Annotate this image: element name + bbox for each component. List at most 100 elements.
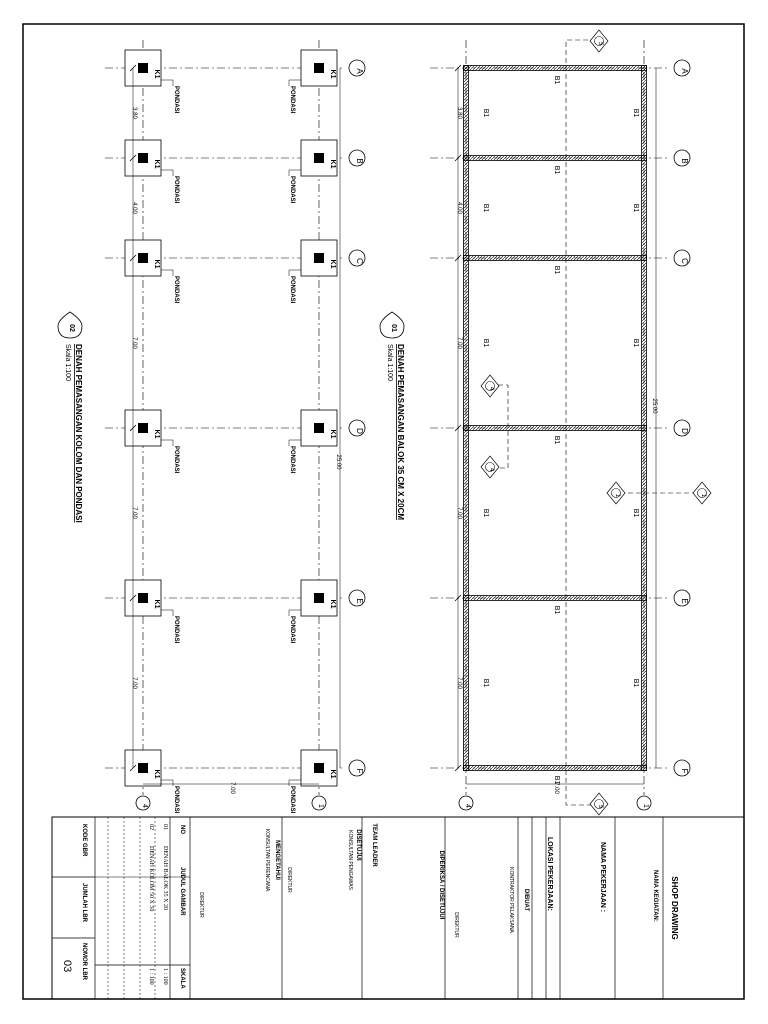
section-mark-5-bottom-circle [594, 799, 604, 809]
shop-drawing-label: SHOP DRAWING [670, 876, 679, 939]
row-1-judul: DENAH BALOK 35 X 20 [162, 846, 168, 910]
col-skala-header: SKALA [179, 968, 185, 989]
col-grid-label-B: B [355, 158, 364, 163]
column-E-4 [138, 593, 148, 603]
grid-bubble-A [673, 59, 691, 77]
foundation-leader-A-1 [288, 79, 301, 86]
col-grid-label-F: F [355, 769, 364, 774]
section-mark-4-bottom-circle [485, 462, 495, 472]
dim-text-2: 7.00 [456, 337, 462, 349]
row-1-skala: 1 : 100 [162, 968, 168, 985]
foundation-label-C-1: PONDASI [289, 276, 295, 304]
beam-label-F: B1 [553, 776, 560, 785]
column-label-B-1: K1 [329, 160, 336, 169]
plan-column-scale: Skala 1:100 [64, 344, 71, 381]
foundation-label-D-4: PONDASI [173, 446, 179, 474]
beam-transverse-B [463, 155, 647, 161]
grid-label-col-4: 4 [464, 804, 471, 808]
col-grid-bubble-E [348, 589, 366, 607]
column-E-1 [314, 593, 324, 603]
grid-bubble-E [673, 589, 691, 607]
foundation-label-A-4: PONDASI [173, 86, 179, 114]
col-grid-label-col-4: 4 [141, 804, 148, 808]
direktur-perencana: DIREKTUR [198, 892, 204, 918]
col-judul-header: JUDUL GAMBAR [179, 867, 185, 916]
col-no-header: NO [179, 825, 185, 834]
column-label-A-1: K1 [329, 70, 336, 79]
column-label-D-1: K1 [329, 430, 336, 439]
column-label-F-4: K1 [153, 770, 160, 779]
section-mark-1-left-label: 1 [614, 494, 620, 498]
row-1-no: 01 [162, 824, 168, 830]
beam-label-left-4: B1 [482, 679, 489, 688]
col-grid-label-A: A [355, 68, 364, 74]
disetujui-label: DISETUJUI [355, 829, 361, 861]
column-label-D-4: K1 [153, 430, 160, 439]
section-mark-1-right-circle [697, 488, 707, 498]
beam-label-B: B1 [553, 166, 560, 175]
nama-pekerjaan-label: NAMA PEKERJAAN : [599, 842, 606, 912]
kontraktor-label: KONTRAKTOR PELAKSANA [508, 867, 514, 933]
column-label-F-1: K1 [329, 770, 336, 779]
section-line-4 [490, 384, 509, 469]
foundation-label-B-4: PONDASI [173, 176, 179, 204]
dim-tick-1 [454, 154, 462, 162]
col-grid-label-E: E [355, 598, 364, 603]
foundation-label-E-1: PONDASI [289, 616, 295, 644]
column-B-1 [314, 153, 324, 163]
column-label-A-4: K1 [153, 70, 160, 79]
beam-label-C: B1 [553, 266, 560, 275]
nomor-lbr-value: 03 [61, 960, 73, 972]
foundation-leader-B-4 [161, 169, 174, 176]
beam-label-D: B1 [553, 436, 560, 445]
dim-text-4: 7.00 [456, 677, 462, 689]
dim-tick-2 [454, 254, 462, 262]
title-marker-01 [379, 311, 405, 339]
direktur-kontraktor: DIREKTUR [453, 912, 459, 938]
dim-tick-0 [454, 64, 462, 72]
plan-column-title: DENAH PEMASANGAN KOLOM DAN PONDASI [74, 344, 83, 523]
dim-text-0: 3.80 [456, 107, 462, 119]
grid-bubble-C [673, 249, 691, 267]
column-label-B-4: K1 [153, 160, 160, 169]
col-dim-overall-text: 25.00 [335, 454, 341, 470]
team-leader-label: TEAM LEADER [371, 823, 377, 867]
beam-label-right-4: B1 [632, 679, 639, 688]
grid-bubble-col-4 [458, 795, 474, 811]
section-line-5 [565, 39, 596, 806]
foundation-leader-E-1 [288, 609, 301, 616]
section-mark-5-bottom-label: 5 [597, 805, 603, 809]
beam-left [463, 65, 469, 771]
plan-beam-title: DENAH PEMASANGAN BALOK 35 CM X 20CM [396, 344, 405, 520]
beam-label-right-3: B1 [632, 509, 639, 518]
dim-tick-4 [454, 594, 462, 602]
column-label-C-1: K1 [329, 260, 336, 269]
section-mark-4-top-label: 4 [488, 387, 494, 391]
dim-overall-text: 25.00 [651, 398, 657, 414]
col-grid-bubble-D [348, 419, 366, 437]
col-grid-label-col-1: 1 [317, 804, 324, 808]
row-2-judul: DENAH KOLOM 50 X 50 [148, 846, 154, 911]
column-C-1 [314, 253, 324, 263]
dim-text-3: 7.00 [456, 507, 462, 519]
title-number-01: 01 [390, 324, 397, 332]
col-dim-tick-0 [129, 64, 137, 72]
title-number-02: 02 [68, 324, 75, 332]
col-grid-bubble-A [348, 59, 366, 77]
row-2-no: 02 [148, 824, 154, 830]
beam-label-left-3: B1 [482, 509, 489, 518]
foundation-label-D-1: PONDASI [289, 446, 295, 474]
konsultan-pengawas-label: KONSULTAN PENGAWAS [347, 830, 353, 890]
grid-bubble-B [673, 149, 691, 167]
col-grid-label-D: D [355, 428, 364, 434]
foundation-leader-D-4 [161, 439, 174, 446]
col-dim-text-3: 7.00 [131, 507, 137, 519]
column-D-1 [314, 423, 324, 433]
foundation-leader-D-1 [288, 439, 301, 446]
grid-label-B: B [680, 158, 689, 163]
beam-transverse-A [463, 65, 647, 71]
grid-bubble-F [673, 759, 691, 777]
diperiksa-label: DIPERIKSA / DISETUJUI [438, 851, 444, 920]
col-dim-tick-5 [129, 764, 137, 772]
col-dim-text-4: 7.00 [131, 677, 137, 689]
